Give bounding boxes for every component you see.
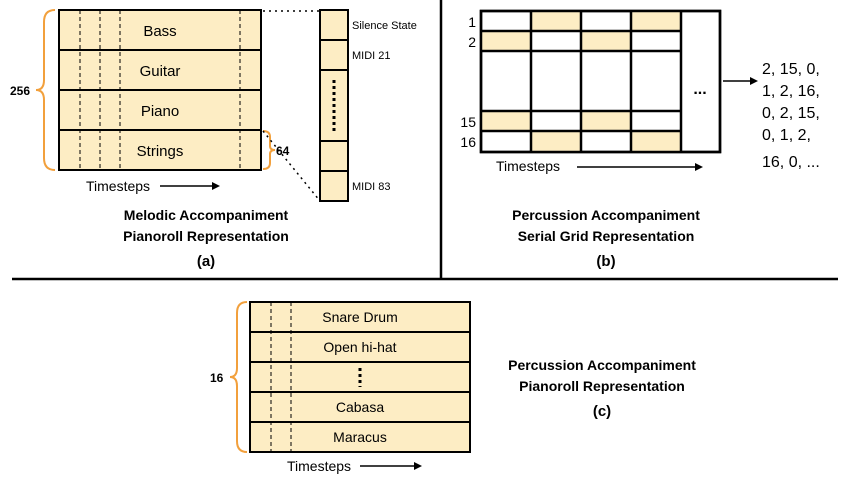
panel-a: Bass Guitar Piano Strings 256 64 Silence… [10, 9, 417, 270]
timestep-dashes-a [79, 10, 241, 170]
sequence-line: 0, 1, 2, [762, 127, 811, 144]
brace-256 [35, 9, 56, 171]
grid-lines [481, 11, 683, 152]
caption-c-line1: Percussion Accompaniment [508, 357, 696, 373]
count-256: 256 [10, 84, 30, 98]
instrument-label: Maracus [333, 429, 387, 445]
row-label: 15 [460, 114, 476, 130]
caption-b-line1: Percussion Accompaniment [512, 207, 700, 223]
instrument-label: Piano [141, 103, 179, 120]
panel-c: Snare Drum Open hi-hat Cabasa Maracus 16… [210, 301, 696, 474]
count-64: 64 [276, 144, 290, 158]
caption-a-line2: Pianoroll Representation [123, 228, 289, 244]
instrument-label: Cabasa [336, 399, 384, 415]
row-label: 1 [468, 14, 476, 30]
label-silence-state: Silence State [352, 20, 417, 32]
instrument-label: Guitar [140, 63, 181, 80]
row-label: 2 [468, 34, 476, 50]
sequence-line: 16, 0, ... [762, 154, 820, 171]
sequence-line: 2, 15, 0, [762, 61, 820, 78]
caption-c-line2: Pianoroll Representation [519, 378, 685, 394]
timesteps-label-c: Timesteps [287, 458, 351, 474]
instrument-label: Bass [143, 23, 176, 40]
serialized-sequence: 2, 15, 0, 1, 2, 16, 0, 2, 15, 0, 1, 2, 1… [762, 61, 820, 171]
timesteps-label-a: Timesteps [86, 178, 150, 194]
instrument-rows-a [58, 9, 262, 171]
panel-b: ... 1 2 15 16 2, 15, 0, 1, 2, 16, 0, 2, … [460, 9, 820, 270]
row-strings [58, 129, 262, 171]
instrument-label: Strings [137, 143, 184, 160]
sequence-line: 0, 2, 15, [762, 105, 820, 122]
timesteps-label-b: Timesteps [496, 158, 560, 174]
row-label: 16 [460, 134, 476, 150]
timestep-dashes-c [270, 302, 292, 452]
panel-tag-b: (b) [596, 253, 615, 270]
instrument-label: Open hi-hat [323, 339, 396, 355]
caption-b-line2: Serial Grid Representation [518, 228, 695, 244]
panel-tag-a: (a) [197, 253, 215, 270]
row-maracus [249, 421, 471, 453]
panel-tag-c: (c) [593, 403, 611, 420]
caption-a-line1: Melodic Accompaniment [124, 207, 289, 223]
label-midi-83: MIDI 83 [352, 181, 391, 193]
count-16: 16 [210, 371, 224, 385]
row-piano [58, 89, 262, 131]
row-cabasa [249, 391, 471, 423]
zoom-line-bottom [262, 130, 321, 202]
sequence-line: 1, 2, 16, [762, 83, 820, 100]
brace-16 [229, 301, 248, 453]
horizontal-ellipsis-b: ... [693, 81, 706, 98]
brace-64 [262, 130, 276, 170]
row-guitar [58, 49, 262, 91]
instrument-label: Snare Drum [322, 309, 397, 325]
row-bass [58, 9, 262, 51]
label-midi-21: MIDI 21 [352, 50, 391, 62]
